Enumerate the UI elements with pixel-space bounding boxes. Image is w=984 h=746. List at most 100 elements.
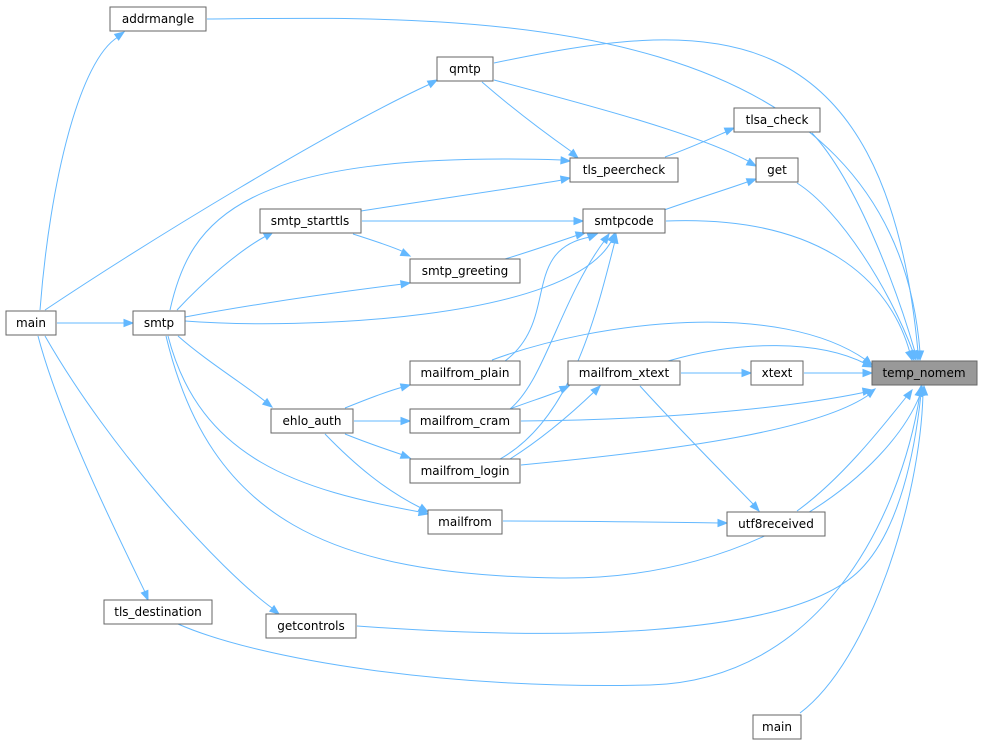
node-label-mailfrom-xtext: mailfrom_xtext [579, 366, 670, 380]
edge-smtpcode-to-get-arrowhead [745, 178, 758, 187]
node-label-smtpcode: smtpcode [594, 214, 653, 228]
edge-ehlo-auth-to-mailfrom [324, 433, 430, 513]
node-ehlo-auth[interactable]: ehlo_auth [270, 408, 354, 434]
edge-mailfrom-login-to-mailfrom-xtext [509, 385, 601, 460]
node-mailfrom-cram[interactable]: mailfrom_cram [409, 408, 521, 434]
node-mailfrom-plain[interactable]: mailfrom_plain [409, 360, 521, 386]
node-label-tls-destination: tls_destination [114, 605, 202, 619]
edge-smtp-starttls-to-smtpcode-arrowhead [573, 216, 585, 226]
edge-smtp-starttls-to-smtp-greeting-arrowhead [399, 248, 412, 257]
edge-main-bottom-to-temp-nomem-arrowhead [919, 384, 929, 396]
node-label-getcontrols: getcontrols [277, 619, 345, 633]
node-utf8received[interactable]: utf8received [726, 511, 826, 537]
edge-utf8received-to-temp-nomem [796, 388, 913, 512]
node-mailfrom-xtext[interactable]: mailfrom_xtext [567, 360, 681, 386]
edge-main-left-to-tls-destination [37, 335, 149, 602]
edge-smtp-to-smtp-greeting-arrowhead [400, 280, 412, 289]
node-mailfrom-login[interactable]: mailfrom_login [409, 458, 521, 484]
edge-mailfrom-plain-to-temp-nomem [491, 321, 874, 366]
node-label-utf8received: utf8received [738, 517, 814, 531]
node-qmtp[interactable]: qmtp [436, 56, 494, 82]
edge-ehlo-auth-to-mailfrom-arrowhead [417, 503, 430, 513]
edge-xtext-to-temp-nomem-arrowhead [862, 368, 874, 378]
node-smtpcode[interactable]: smtpcode [582, 208, 666, 234]
edge-smtp-to-temp-nomem [165, 335, 923, 579]
node-label-mailfrom-login: mailfrom_login [421, 464, 510, 478]
edge-mailfrom-plain-to-smtpcode-arrowhead [586, 233, 599, 242]
edge-qmtp-to-get-arrowhead [745, 157, 758, 167]
node-label-temp-nomem: temp_nomem [882, 366, 965, 380]
edge-ehlo-auth-to-mailfrom-cram-arrowhead [400, 416, 412, 426]
edge-mailfrom-cram-to-temp-nomem [520, 387, 874, 422]
edge-mailfrom-cram-to-smtpcode-arrowhead [600, 232, 610, 245]
node-getcontrols[interactable]: getcontrols [265, 613, 357, 639]
node-get[interactable]: get [755, 157, 799, 183]
edge-tls-peercheck-to-tlsa-check-arrowhead [723, 127, 736, 136]
graph-edges [37, 17, 929, 714]
node-smtp[interactable]: smtp [132, 310, 186, 336]
edge-main-left-to-smtp [57, 318, 135, 328]
edge-mailfrom-xtext-to-temp-nomem [667, 345, 874, 368]
edge-smtp-to-tls-peercheck-arrowhead [560, 156, 572, 165]
edge-main-left-to-getcontrols-arrowhead [268, 604, 281, 615]
node-label-tlsa-check: tlsa_check [746, 113, 809, 127]
edge-mailfrom-xtext-to-temp-nomem-arrowhead [861, 359, 874, 368]
node-label-smtp-greeting: smtp_greeting [422, 264, 509, 278]
node-tlsa-check[interactable]: tlsa_check [733, 107, 821, 133]
node-smtp-starttls[interactable]: smtp_starttls [259, 208, 362, 234]
edge-qmtp-to-tls-peercheck-arrowhead [568, 148, 580, 159]
node-label-xtext: xtext [762, 366, 793, 380]
edge-main-left-to-addrmangle-arrowhead [113, 31, 126, 41]
node-label-smtp-starttls: smtp_starttls [271, 214, 350, 228]
node-main-left[interactable]: main [5, 310, 57, 336]
node-addrmangle[interactable]: addrmangle [109, 6, 207, 32]
edge-mailfrom-xtext-to-xtext [681, 368, 753, 378]
edge-utf8received-to-temp-nomem-arrowhead [903, 388, 913, 401]
node-temp-nomem[interactable]: temp_nomem [871, 360, 978, 386]
edge-qmtp-to-get [493, 79, 758, 167]
edge-smtp-to-smtp-starttls [176, 231, 275, 311]
node-tls-peercheck[interactable]: tls_peercheck [569, 157, 679, 183]
edge-smtp-starttls-to-tls-peercheck [360, 175, 572, 212]
node-label-qmtp: qmtp [449, 62, 481, 76]
node-label-main-left: main [16, 316, 46, 330]
node-tls-destination[interactable]: tls_destination [103, 599, 213, 625]
edge-smtp-to-ehlo-auth [177, 335, 274, 408]
node-xtext[interactable]: xtext [750, 360, 804, 386]
edge-mailfrom-login-to-temp-nomem [520, 388, 877, 466]
edge-smtp-greeting-to-smtpcode-arrowhead [574, 231, 587, 240]
edge-mailfrom-login-to-smtpcode-arrowhead [610, 232, 619, 245]
edge-smtp-to-tls-peercheck [169, 156, 572, 311]
edge-ehlo-auth-to-mailfrom-login [344, 433, 412, 459]
node-smtp-greeting[interactable]: smtp_greeting [409, 258, 521, 284]
node-label-addrmangle: addrmangle [122, 12, 194, 26]
edge-smtpcode-to-temp-nomem-arrowhead [905, 349, 914, 362]
edge-smtp-starttls-to-tls-peercheck-arrowhead [559, 175, 572, 184]
edge-main-left-to-getcontrols [44, 335, 281, 615]
edge-mailfrom-to-utf8received [502, 518, 729, 528]
edge-smtp-to-ehlo-auth-arrowhead [261, 397, 274, 408]
edge-main-left-to-qmtp [44, 79, 439, 311]
edge-addrmangle-to-temp-nomem [206, 17, 925, 362]
edge-xtext-to-temp-nomem [804, 368, 874, 378]
edge-qmtp-to-tls-peercheck [481, 81, 580, 159]
edge-ehlo-auth-to-mailfrom-plain-arrowhead [399, 383, 412, 392]
edge-main-left-to-smtp-arrowhead [123, 318, 135, 328]
node-label-get: get [767, 163, 787, 177]
edge-mailfrom-xtext-to-utf8received-arrowhead [749, 501, 760, 513]
edge-mailfrom-plain-to-smtpcode [504, 233, 599, 362]
edge-smtpcode-to-get [663, 178, 758, 211]
node-label-tls-peercheck: tls_peercheck [583, 163, 666, 177]
node-label-mailfrom: mailfrom [438, 515, 492, 529]
node-label-main-bottom: main [762, 720, 792, 734]
node-label-ehlo-auth: ehlo_auth [283, 414, 342, 428]
edge-mailfrom-cram-to-smtpcode [509, 232, 610, 410]
node-mailfrom[interactable]: mailfrom [427, 509, 503, 535]
node-label-mailfrom-plain: mailfrom_plain [421, 366, 510, 380]
edge-ehlo-auth-to-mailfrom-plain [344, 383, 412, 409]
node-main-bottom[interactable]: main [752, 714, 802, 740]
edge-ehlo-auth-to-mailfrom-login-arrowhead [399, 450, 412, 459]
edge-main-left-to-qmtp-arrowhead [426, 79, 439, 89]
edge-smtp-starttls-to-smtp-greeting [352, 233, 412, 257]
